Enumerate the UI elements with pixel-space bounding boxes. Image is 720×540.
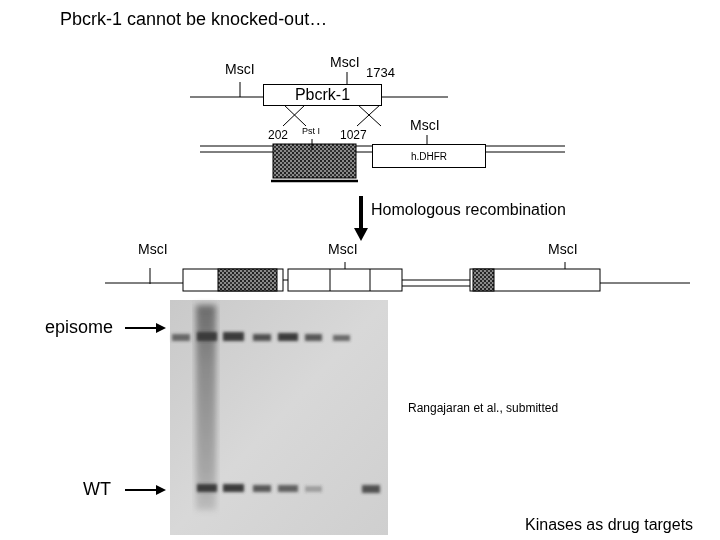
marker-box: h.DHFR (372, 144, 486, 168)
coordinate: 202 (268, 129, 288, 142)
coordinate: 1027 (340, 129, 367, 142)
slide-title: Pbcrk-1 cannot be knocked-out… (60, 10, 327, 30)
footer-note: Kinases as drug targets (525, 516, 693, 534)
gene-box: Pbcrk-1 (263, 84, 382, 106)
site-label: Pst I (302, 127, 320, 137)
process-arrow (359, 196, 363, 229)
arrow-head (354, 228, 368, 241)
box-label: h.DHFR (411, 151, 447, 162)
site-tick (312, 139, 313, 150)
southern-blot (170, 300, 388, 535)
pointer-arrow (125, 323, 166, 495)
homology-fragment (273, 144, 356, 178)
coordinate: 1734 (366, 66, 395, 80)
site-label: MscI (138, 242, 168, 257)
citation: Rangajaran et al., submitted (408, 402, 558, 415)
site-label: MscI (548, 242, 578, 257)
band-label: episome (45, 318, 113, 338)
process-label: Homologous recombination (371, 201, 566, 219)
site-label: MscI (225, 62, 255, 77)
integrated-locus (105, 262, 690, 291)
site-tick (240, 82, 241, 97)
site-label: MscI (328, 242, 358, 257)
band-label: WT (83, 480, 111, 500)
site-label: MscI (330, 55, 360, 70)
site-label: MscI (410, 118, 440, 133)
crossover (283, 104, 381, 126)
probe-bar (271, 180, 358, 183)
box-label: Pbcrk-1 (295, 86, 350, 104)
